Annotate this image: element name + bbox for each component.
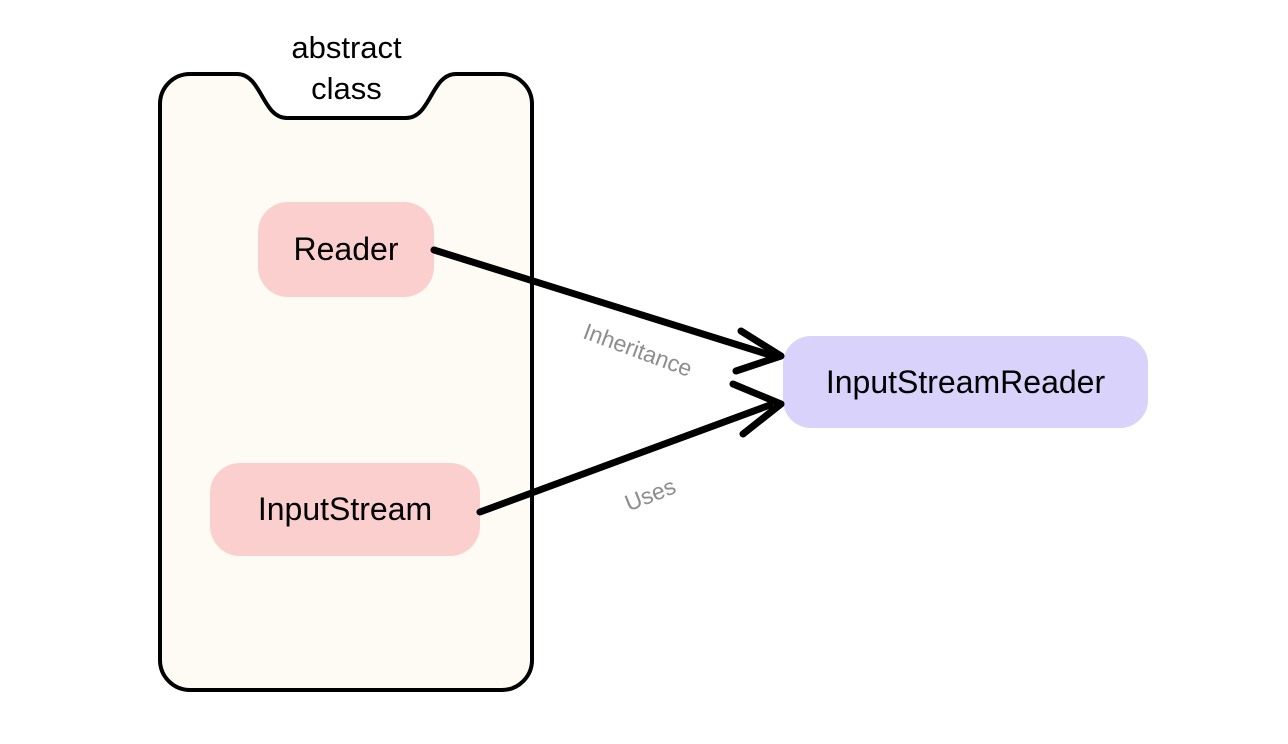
node-inputstreamreader[interactable]: [783, 336, 1148, 428]
abstract-class-caption: abstract class: [237, 27, 456, 119]
edge-inheritance-arrowhead: [732, 327, 785, 375]
node-inputstream[interactable]: [210, 463, 480, 556]
node-reader[interactable]: [258, 202, 434, 297]
abstract-class-group-container[interactable]: [158, 72, 534, 692]
edge-uses-line[interactable]: [476, 401, 774, 516]
edge-inheritance-line[interactable]: [430, 246, 774, 359]
abstract-class-caption-line1: abstract: [291, 30, 402, 65]
edge-uses-arrowhead: [729, 380, 785, 438]
abstract-class-caption-line2: class: [311, 71, 382, 107]
